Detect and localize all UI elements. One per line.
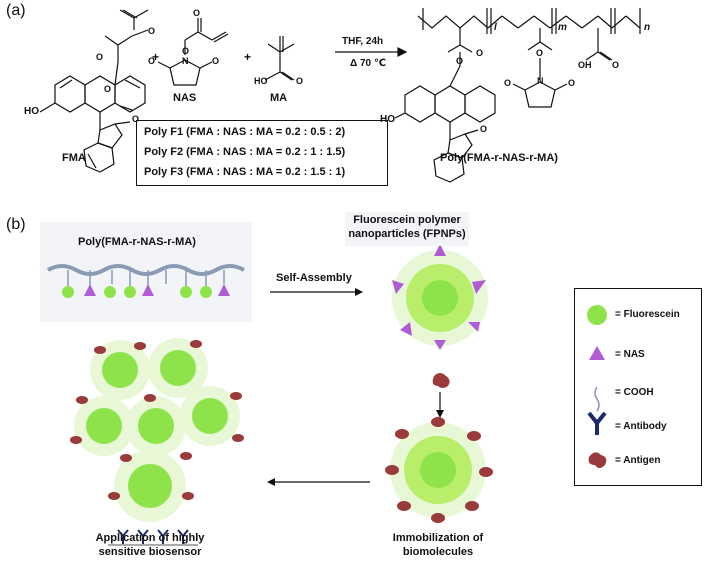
ma-label: MA xyxy=(270,92,288,104)
surface-antibodies xyxy=(117,529,189,544)
fpnp-particle xyxy=(392,244,488,350)
nanoparticle-schematic xyxy=(47,244,493,546)
ma-hydroxyl-label: HO xyxy=(254,76,268,86)
ma-carbonyl-oxygen: O xyxy=(296,76,304,86)
polymer-nas-nitrogen: N xyxy=(537,76,544,86)
ma-structure xyxy=(264,36,295,81)
cooh-squiggle-icon xyxy=(594,386,600,412)
fluorescein-circle-icon xyxy=(587,305,607,325)
reaction-solvent-time: THF, 24h xyxy=(342,36,384,47)
polymer-nas-ester-oxygen: O xyxy=(536,48,544,58)
composition-ratio-box: Poly F1 (FMA : NAS : MA = 0.2 : 0.5 : 2)… xyxy=(136,120,388,186)
nas-label: NAS xyxy=(173,92,197,104)
nas-ester-oxygen: O xyxy=(182,46,190,56)
legend-cooh-label: = COOH xyxy=(615,387,654,398)
application-label-2: sensitive biosensor xyxy=(98,546,202,558)
fma-label: FMA xyxy=(62,152,86,164)
fpnp-title-line-2: nanoparticles (FPNPs) xyxy=(348,228,466,240)
panel-b-label: (b) xyxy=(6,216,26,233)
ratio-line-f1: Poly F1 (FMA : NAS : MA = 0.2 : 0.5 : 2) xyxy=(144,126,346,138)
legend-antibody-label: = Antibody xyxy=(615,421,667,432)
legend-antigen-label: = Antigen xyxy=(615,455,661,466)
application-label-1: Application of highly xyxy=(95,532,205,544)
polymer-name-label: Poly(FMA-r-NAS-r-MA) xyxy=(440,152,558,164)
nas-structure xyxy=(157,18,229,86)
fpnp-title-box xyxy=(345,212,469,246)
plus-sign-2: + xyxy=(244,50,252,64)
ratio-line-f2: Poly F2 (FMA : NAS : MA = 0.2 : 1 : 1.5) xyxy=(144,146,346,158)
subscript-m: m xyxy=(558,22,567,33)
nas-nitrogen: N xyxy=(182,56,189,66)
ratio-line-f3: Poly F3 (FMA : NAS : MA = 0.2 : 1.5 : 1) xyxy=(144,166,346,178)
fma-carbonyl-oxygen: O xyxy=(148,26,156,36)
legend-nas-label: = NAS xyxy=(615,349,645,360)
nas-carbonyl-oxygen: O xyxy=(193,8,201,18)
subscript-l: l xyxy=(494,22,497,33)
polymer-hydroxyl-label: HO xyxy=(380,114,395,125)
polymer-fma-carbonyl-oxygen: O xyxy=(476,48,484,58)
polymer-nas-imide-oxygen-right: O xyxy=(568,78,576,88)
immobilization-label-1: Immobilization of xyxy=(392,532,484,544)
polymer-lactone-oxygen: O xyxy=(480,124,488,134)
polymer-structure xyxy=(394,8,641,183)
fma-ring-oxygen: O xyxy=(104,84,112,94)
reaction-temperature: Δ 70 ℃ xyxy=(350,58,386,69)
nas-imide-oxygen-left: O xyxy=(148,56,156,66)
self-assembly-label: Self-Assembly xyxy=(276,272,352,284)
polymer-fma-ester-oxygen: O xyxy=(456,56,464,66)
fpnp-title-line-1: Fluorescein polymer xyxy=(353,214,461,226)
subscript-n: n xyxy=(644,22,651,33)
nas-triangle-icon xyxy=(589,346,605,360)
fma-hydroxyl-label: HO xyxy=(24,106,39,117)
fma-lactone-oxygen: O xyxy=(132,114,140,124)
polymer-ma-carbonyl-oxygen: O xyxy=(612,60,620,70)
polymer-ma-hydroxyl-label: OH xyxy=(578,60,592,70)
fma-structure xyxy=(39,9,149,173)
panel-a-label: (a) xyxy=(6,2,26,19)
polymer-chain-title: Poly(FMA-r-NAS-r-MA) xyxy=(78,236,196,248)
antigen-blob-icon xyxy=(588,452,607,468)
nas-imide-oxygen-right: O xyxy=(212,56,220,66)
reaction-scheme xyxy=(39,8,641,183)
immobilized-particle xyxy=(385,417,493,523)
biosensor-cluster xyxy=(70,338,244,522)
plus-sign-1: + xyxy=(152,50,160,64)
legend-box: = Fluorescein = NAS = COOH = Antibody = … xyxy=(574,288,702,486)
antibody-y-icon xyxy=(587,411,607,435)
legend-fluorescein-label: = Fluorescein xyxy=(615,309,680,320)
immobilization-label-2: biomolecules xyxy=(402,546,474,558)
polymer-nas-imide-oxygen-left: O xyxy=(504,78,512,88)
fma-ester-oxygen: O xyxy=(96,52,104,62)
